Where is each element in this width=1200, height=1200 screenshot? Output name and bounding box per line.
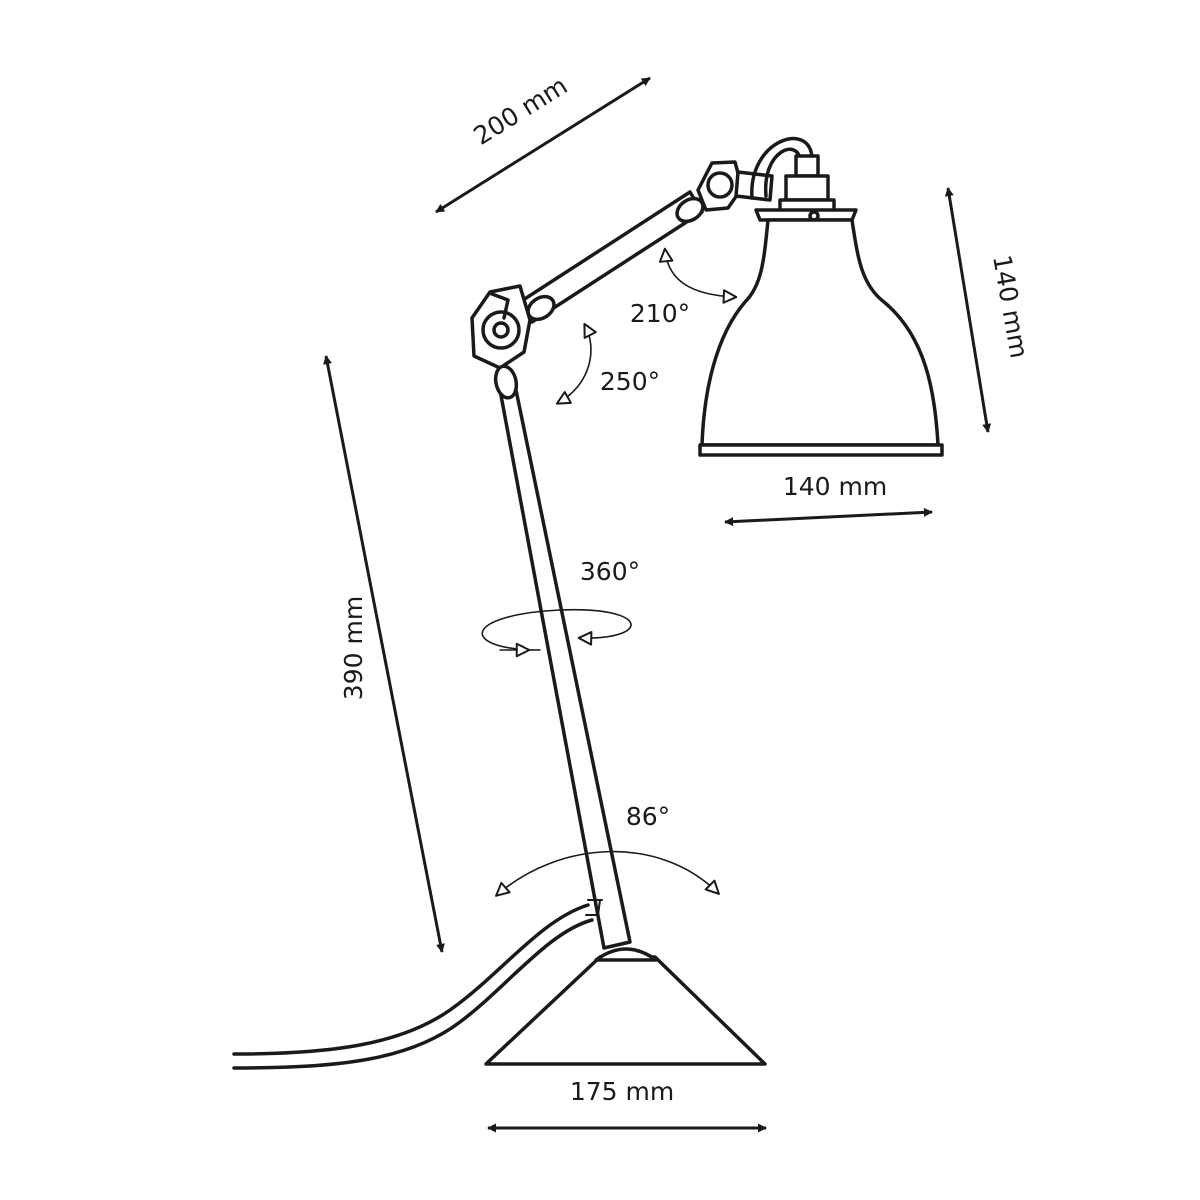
- elbow-rotation-label: 250°: [600, 367, 660, 396]
- arm-length-label: 200 mm: [469, 71, 573, 151]
- shade-socket: [750, 137, 858, 222]
- lamp-stem: [498, 388, 632, 950]
- lamp-shade: [698, 218, 944, 457]
- shade-width-arrow: [724, 507, 933, 527]
- base-tilt-arrow: [495, 850, 720, 897]
- base-width-label: 175 mm: [570, 1077, 674, 1106]
- rotation-indicators: [481, 247, 738, 897]
- lamp-illustration: [232, 137, 944, 1070]
- shade-joint: [696, 160, 774, 212]
- shade-width-label: 140 mm: [783, 472, 887, 501]
- shade-rotation-label: 210°: [630, 299, 690, 328]
- swivel-rotation-label: 360°: [580, 557, 640, 586]
- stem-height-arrow: [323, 355, 445, 953]
- shade-height-arrow: [944, 187, 992, 433]
- lamp-base: [484, 947, 767, 1066]
- arm-length-arrow: [435, 76, 651, 214]
- elbow-joint: [470, 284, 532, 400]
- shade-height-label: 140 mm: [987, 253, 1034, 361]
- shade-rotation-arrow: [658, 247, 738, 304]
- elbow-rotation-arrow: [555, 322, 597, 405]
- power-cable: [232, 903, 594, 1070]
- base-tilt-label: 86°: [626, 802, 670, 831]
- dimension-lines: [323, 76, 992, 1133]
- stem-height-label: 390 mm: [339, 596, 368, 700]
- swivel-rotation-arrow: [481, 608, 632, 651]
